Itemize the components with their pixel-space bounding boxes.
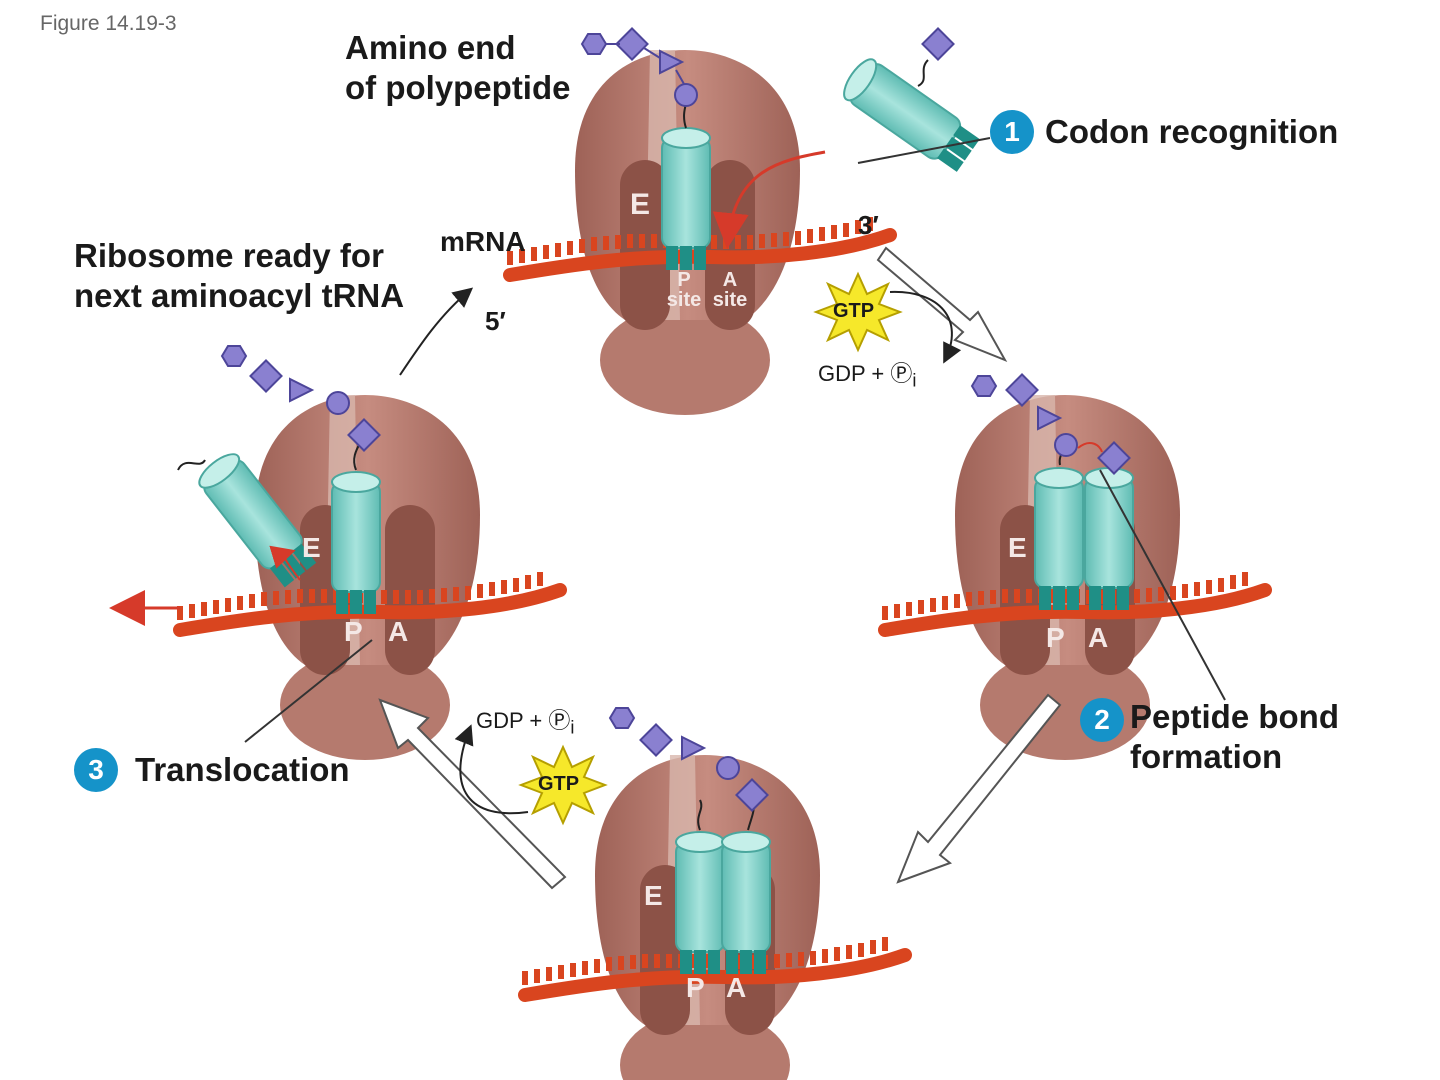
e-site-label-top: E bbox=[630, 188, 651, 221]
e-site-label-left: E bbox=[302, 532, 321, 563]
a-site-label-bottom: A bbox=[726, 972, 747, 1003]
three-prime-label: 3′ bbox=[858, 210, 879, 240]
a-site-label-left: A bbox=[388, 616, 409, 647]
amino-end-line2: of polypeptide bbox=[345, 69, 571, 106]
p-site-word-top: site bbox=[666, 289, 702, 311]
incoming-amino-acid bbox=[917, 27, 955, 87]
gtp-hydrolysis-arrow-bottom bbox=[454, 724, 529, 815]
step3-leader-line bbox=[244, 639, 373, 743]
step2-label-line1: Peptide bond bbox=[1130, 698, 1339, 735]
e-site-label-bottom: E bbox=[644, 880, 663, 911]
p-site-label-left: P bbox=[344, 616, 363, 647]
trna-p-site-right bbox=[1034, 467, 1084, 611]
trna-a-site-bottom bbox=[721, 831, 771, 975]
e-site-label-right: E bbox=[1008, 532, 1027, 563]
exit-path-arrow bbox=[269, 545, 301, 581]
incoming-trna bbox=[837, 53, 984, 177]
p-site-label-bottom: P bbox=[686, 972, 705, 1003]
ribosome-ready-line2: next aminoacyl tRNA bbox=[74, 277, 405, 314]
cycle-arrow-bottom-to-left bbox=[378, 698, 567, 890]
step1-badge: 1 bbox=[990, 110, 1034, 154]
incoming-trna-path-arrow bbox=[712, 150, 826, 249]
a-site-word-top: site bbox=[712, 289, 748, 311]
a-letter-top: A bbox=[722, 269, 738, 291]
a-site-label-right: A bbox=[1088, 622, 1109, 653]
step2-label: Peptide bond formation bbox=[1130, 697, 1339, 777]
ribosome-ready-line1: Ribosome ready for bbox=[74, 237, 384, 274]
gdp-pi-text-top: GDP + Ⓟ bbox=[818, 361, 913, 386]
gdp-pi-text-bottom: GDP + Ⓟ bbox=[476, 708, 571, 733]
mrna-label: mRNA bbox=[440, 226, 526, 257]
figure-label: Figure 14.19-3 bbox=[40, 12, 177, 35]
polypeptide-top bbox=[581, 27, 698, 107]
gdp-pi-sub-bottom: i bbox=[570, 716, 575, 738]
gtp-label-bottom: GTP bbox=[538, 773, 580, 795]
p-site-label-top: P site bbox=[664, 270, 704, 310]
gtp-hydrolysis-arrow-top bbox=[889, 290, 962, 364]
step2-leader-line bbox=[1099, 469, 1226, 701]
gdp-pi-label-top: GDP + Ⓟi bbox=[818, 356, 916, 391]
step3-badge: 3 bbox=[74, 748, 118, 792]
cycle-arrow-top-to-right bbox=[876, 246, 1008, 362]
step3-label: Translocation bbox=[135, 751, 350, 788]
gdp-pi-sub-top: i bbox=[912, 369, 917, 391]
cycle-arrow-right-to-bottom bbox=[896, 693, 1062, 884]
trna-a-site-right bbox=[1084, 467, 1134, 611]
step2-label-line2: formation bbox=[1130, 738, 1283, 775]
gtp-label-top: GTP bbox=[833, 300, 875, 322]
trna-p-site-left bbox=[331, 471, 381, 615]
step1-leader-line bbox=[857, 137, 991, 164]
cycle-arrow-left-to-top bbox=[399, 287, 474, 376]
polypeptide-right bbox=[971, 373, 1131, 475]
trna-p-site-top bbox=[661, 127, 711, 271]
p-letter-top: P bbox=[677, 269, 691, 291]
trna-p-site-bottom bbox=[675, 831, 725, 975]
a-site-label-top: A site bbox=[710, 270, 750, 310]
p-site-label-right: P bbox=[1046, 622, 1065, 653]
amino-end-line1: Amino end bbox=[345, 29, 516, 66]
five-prime-label: 5′ bbox=[485, 306, 506, 336]
ribosome-ready-label: Ribosome ready for next aminoacyl tRNA bbox=[74, 236, 404, 316]
step2-badge: 2 bbox=[1080, 698, 1124, 742]
gdp-pi-label-bottom: GDP + Ⓟi bbox=[476, 703, 574, 738]
step1-label: Codon recognition bbox=[1045, 113, 1339, 150]
amino-end-label: Amino end of polypeptide bbox=[345, 28, 571, 108]
